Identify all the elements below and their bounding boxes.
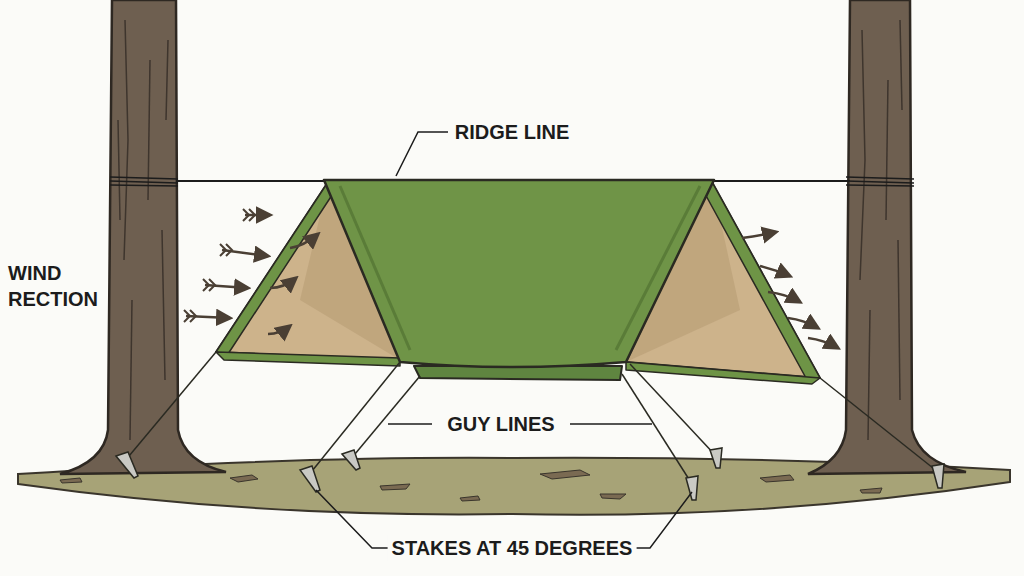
leader-lines	[316, 132, 692, 548]
left-tree	[60, 0, 226, 474]
part-label: GUY LINES	[443, 411, 558, 437]
stakes	[116, 448, 944, 500]
right-tree	[808, 0, 966, 474]
part-label: RIDGE LINE	[451, 119, 573, 145]
guy-lines	[124, 352, 938, 484]
direction-label: WIND RECTION	[4, 260, 108, 312]
wind-arrows	[742, 232, 838, 348]
wind-arrows	[184, 209, 318, 334]
ground-debris	[60, 470, 882, 501]
part-label: STAKES AT 45 DEGREES	[388, 535, 637, 561]
tarp	[216, 180, 820, 384]
